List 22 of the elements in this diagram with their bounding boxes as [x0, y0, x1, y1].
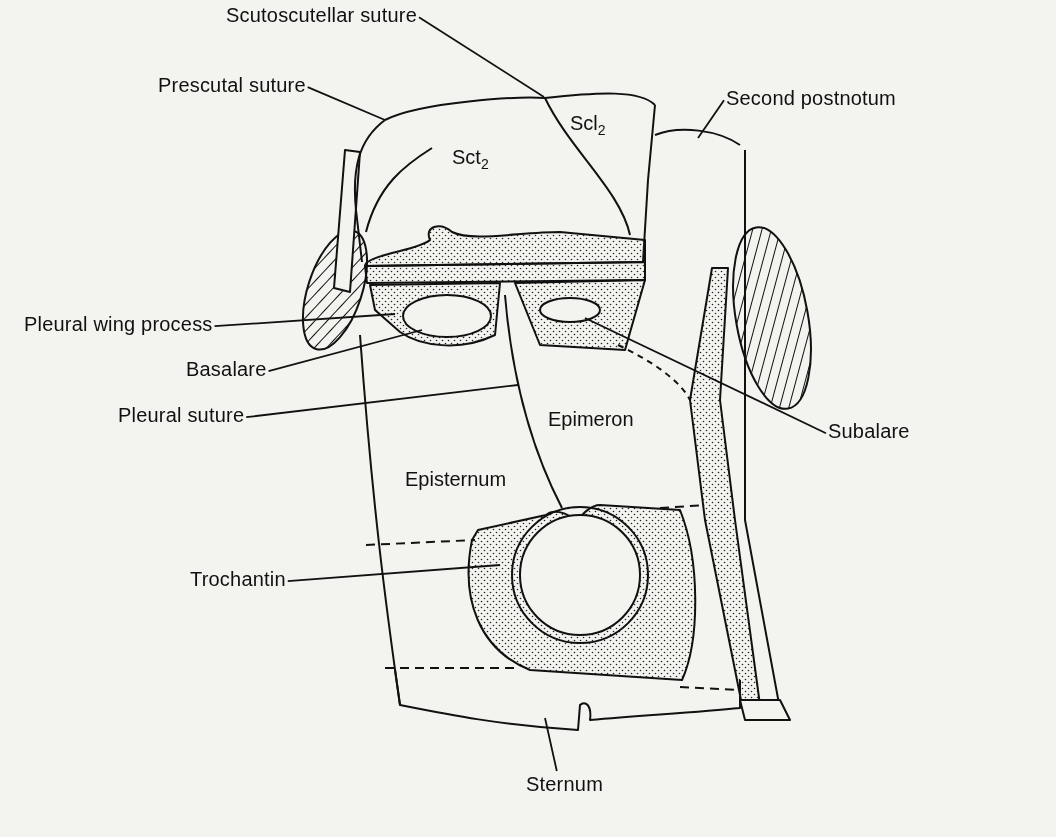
leader-line [286, 564, 501, 583]
leader-line [245, 384, 519, 419]
part-label: Prescutal suture [158, 74, 306, 96]
part-label: Pleural suture [118, 404, 245, 426]
leader-line [697, 99, 725, 139]
part-label: Trochantin [190, 568, 286, 590]
leader-line [418, 16, 545, 98]
part-label: Subalare [828, 420, 910, 442]
part-label: Pleural wing process [24, 313, 213, 335]
part-label: Scutoscutellar suture [226, 4, 417, 26]
part-label: Episternum [405, 468, 507, 490]
leader-line [544, 717, 558, 772]
leader-line [213, 313, 396, 328]
part-label: Epimeron [548, 408, 634, 430]
part-label: Basalare [186, 358, 267, 380]
leader-line [306, 86, 386, 121]
part-label: Sct$_{2}$ [452, 146, 489, 174]
part-label: Second postnotum [726, 87, 896, 109]
leader-line [584, 317, 827, 435]
part-label: Sternum [526, 773, 603, 795]
part-label: Scl$_{2}$ [570, 112, 606, 140]
leader-line [267, 329, 423, 373]
